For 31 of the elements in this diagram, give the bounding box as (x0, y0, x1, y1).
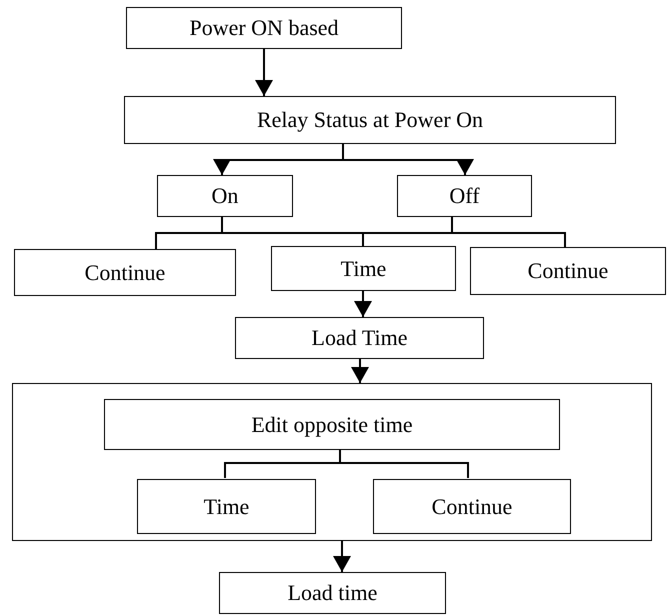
box-label: Time (340, 254, 386, 282)
box-label: On (212, 182, 238, 210)
process-box (157, 175, 293, 217)
process-box (470, 247, 666, 295)
box-label: Time (204, 492, 250, 520)
process-box (235, 317, 484, 359)
box-label: Relay Status at Power On (256, 106, 484, 134)
process-box (137, 479, 316, 534)
frame-box (12, 383, 652, 541)
arrow (351, 359, 369, 383)
arrow (333, 541, 351, 572)
process-box (397, 175, 532, 217)
process-box (373, 479, 571, 534)
process-box (126, 7, 402, 49)
box-label: Load Time (312, 324, 408, 352)
arrow (255, 49, 273, 96)
box-label: Continue (84, 258, 166, 286)
box-label: Load time (288, 579, 378, 607)
box-label: Edit opposite time (251, 410, 413, 438)
arrow (342, 144, 474, 175)
box-label: Continue (432, 492, 512, 520)
process-box (124, 96, 616, 144)
arrow (354, 291, 372, 317)
box-label: Continue (528, 257, 608, 285)
process-box (271, 246, 456, 291)
connector-line (339, 449, 469, 478)
process-box (219, 572, 446, 614)
box-label: Power ON based (189, 14, 339, 42)
process-box (14, 249, 236, 296)
box-label: Off (449, 182, 480, 210)
process-box (104, 399, 560, 450)
